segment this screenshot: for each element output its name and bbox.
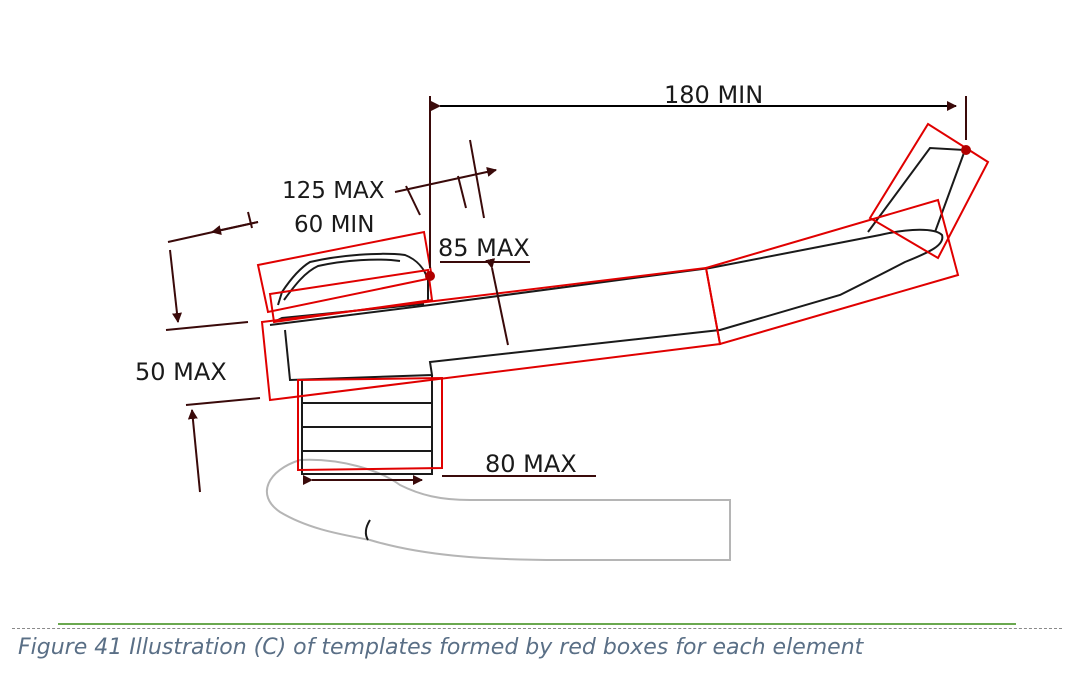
label-60-min: 60 MIN [294,212,374,238]
dim-line-85 [485,258,509,346]
reference-point-lever [961,145,971,155]
caption-dotted-rule [12,628,1062,629]
template-box-arm-front [704,198,960,346]
armrest-template-diagram: 180 MIN 125 MAX 60 MIN 85 MAX 50 MAX 80 … [135,81,990,561]
dimension-lines [165,96,967,493]
figure-caption: Figure 41 Illustration (C) of templates … [18,635,864,660]
label-180-min: 180 MIN [664,81,763,109]
dim-line-125 [394,167,497,193]
caption-separator [58,623,1016,625]
label-85-max: 85 MAX [438,234,530,262]
dim-line-50-upper [169,249,182,323]
template-boxes [256,122,990,472]
reference-point-armrest [425,271,435,281]
template-box-lever [868,122,990,260]
label-125-max: 125 MAX [282,178,385,204]
label-50-max: 50 MAX [135,358,227,386]
dim-line-50-lower [187,409,201,493]
template-box-grip [268,268,434,324]
label-80-max: 80 MAX [485,450,577,478]
template-box-leg [297,376,443,472]
